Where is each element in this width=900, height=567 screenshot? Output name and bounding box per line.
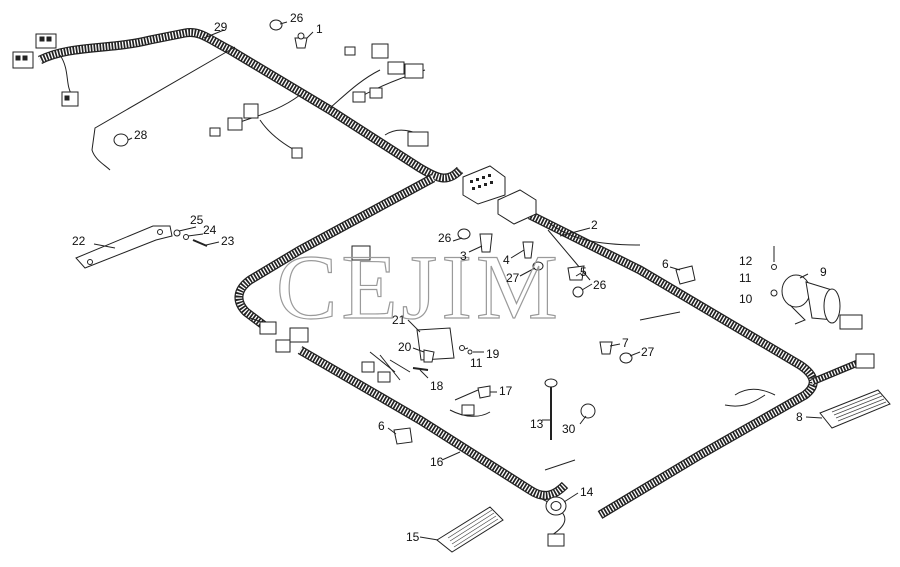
label-6-bottom: 6 <box>378 419 385 433</box>
label-20: 20 <box>398 340 412 354</box>
connector-block-a <box>371 43 389 59</box>
label-24: 24 <box>203 223 217 237</box>
label-19: 19 <box>486 347 500 361</box>
label-4: 4 <box>503 253 510 267</box>
label-16: 16 <box>430 455 444 469</box>
part-labels: 29 26 1 28 2 26 3 4 27 5 26 6 12 11 9 10… <box>72 11 827 544</box>
horn-9 <box>781 274 841 325</box>
label-25: 25 <box>190 213 204 227</box>
label-17: 17 <box>499 384 513 398</box>
connector-small-a <box>344 46 356 56</box>
connector-bottom <box>547 533 565 547</box>
bracket-22 <box>75 225 173 269</box>
label-23: 23 <box>221 234 235 248</box>
label-3: 3 <box>460 249 467 263</box>
connector-block-b <box>387 61 405 75</box>
label-27-right: 27 <box>641 345 655 359</box>
connector-central-b <box>497 189 537 225</box>
label-15: 15 <box>406 530 420 544</box>
label-1: 1 <box>316 22 323 36</box>
connector-block-i <box>291 147 303 159</box>
cap-27-right <box>619 352 633 364</box>
label-21: 21 <box>392 313 406 327</box>
cap-26-top <box>269 19 283 31</box>
label-11-left: 11 <box>470 356 483 370</box>
cap-30 <box>580 403 596 419</box>
bolt-18 <box>412 367 429 371</box>
part-6-top <box>675 265 696 285</box>
label-29: 29 <box>214 20 228 34</box>
sensor-4 <box>522 241 534 259</box>
nut-19 <box>467 349 473 355</box>
sensor-17 <box>477 385 491 399</box>
washer-24 <box>183 234 189 240</box>
label-22: 22 <box>72 234 86 248</box>
connector-block-k <box>361 361 375 373</box>
connector-top-left-a <box>35 33 57 49</box>
part-6-bottom <box>393 427 413 445</box>
label-26-top: 26 <box>290 11 304 25</box>
connector-block-j <box>407 131 429 147</box>
label-11-right: 11 <box>739 271 752 285</box>
cap-28 <box>113 133 129 147</box>
label-30: 30 <box>562 422 576 436</box>
cap-26-right <box>572 286 584 298</box>
connector-block-m <box>461 404 475 416</box>
washer-10 <box>770 289 778 297</box>
connector-block-f <box>243 103 259 119</box>
label-26-right: 26 <box>593 278 607 292</box>
washer-11-right <box>771 264 777 270</box>
lamp-8 <box>819 389 891 429</box>
label-18: 18 <box>430 379 444 393</box>
label-13: 13 <box>530 417 544 431</box>
label-12: 12 <box>739 254 753 268</box>
label-27-mid: 27 <box>506 271 520 285</box>
bolt-23 <box>192 239 208 247</box>
label-6-top: 6 <box>662 257 669 271</box>
label-5: 5 <box>580 265 587 279</box>
rod-13-top <box>544 378 558 388</box>
label-7: 7 <box>622 336 629 350</box>
connector-block-d <box>352 91 366 103</box>
relay-20 <box>423 349 435 363</box>
cap-26-mid <box>457 228 471 240</box>
label-2: 2 <box>591 218 598 232</box>
connector-left-c <box>61 91 79 107</box>
sensor-5 <box>567 265 585 281</box>
connector-left-f <box>275 339 291 353</box>
harness-tubes <box>37 27 862 519</box>
cap-27-mid <box>532 261 544 271</box>
washer-25 <box>173 229 181 237</box>
components <box>12 19 891 553</box>
connector-block-h <box>209 127 221 137</box>
leader-lines <box>93 21 823 541</box>
connector-left-e <box>289 327 309 343</box>
connector-block-g <box>227 117 243 131</box>
label-8: 8 <box>796 410 803 424</box>
connector-8 <box>855 353 875 369</box>
label-28: 28 <box>134 128 148 142</box>
label-26-mid: 26 <box>438 231 452 245</box>
connector-block-e <box>369 87 383 99</box>
connector-horn <box>839 314 863 330</box>
connector-left-d <box>259 321 277 335</box>
watermark-text: СЕЈIM <box>276 236 562 338</box>
sensor-7 <box>599 341 613 355</box>
washer-11-left <box>459 345 465 351</box>
connector-block-c <box>404 63 424 79</box>
lamp-15 <box>436 506 504 553</box>
label-9: 9 <box>820 265 827 279</box>
label-14: 14 <box>580 485 594 499</box>
connector-left-mid <box>351 245 371 261</box>
label-10: 10 <box>739 292 753 306</box>
connector-block-l <box>377 371 391 383</box>
